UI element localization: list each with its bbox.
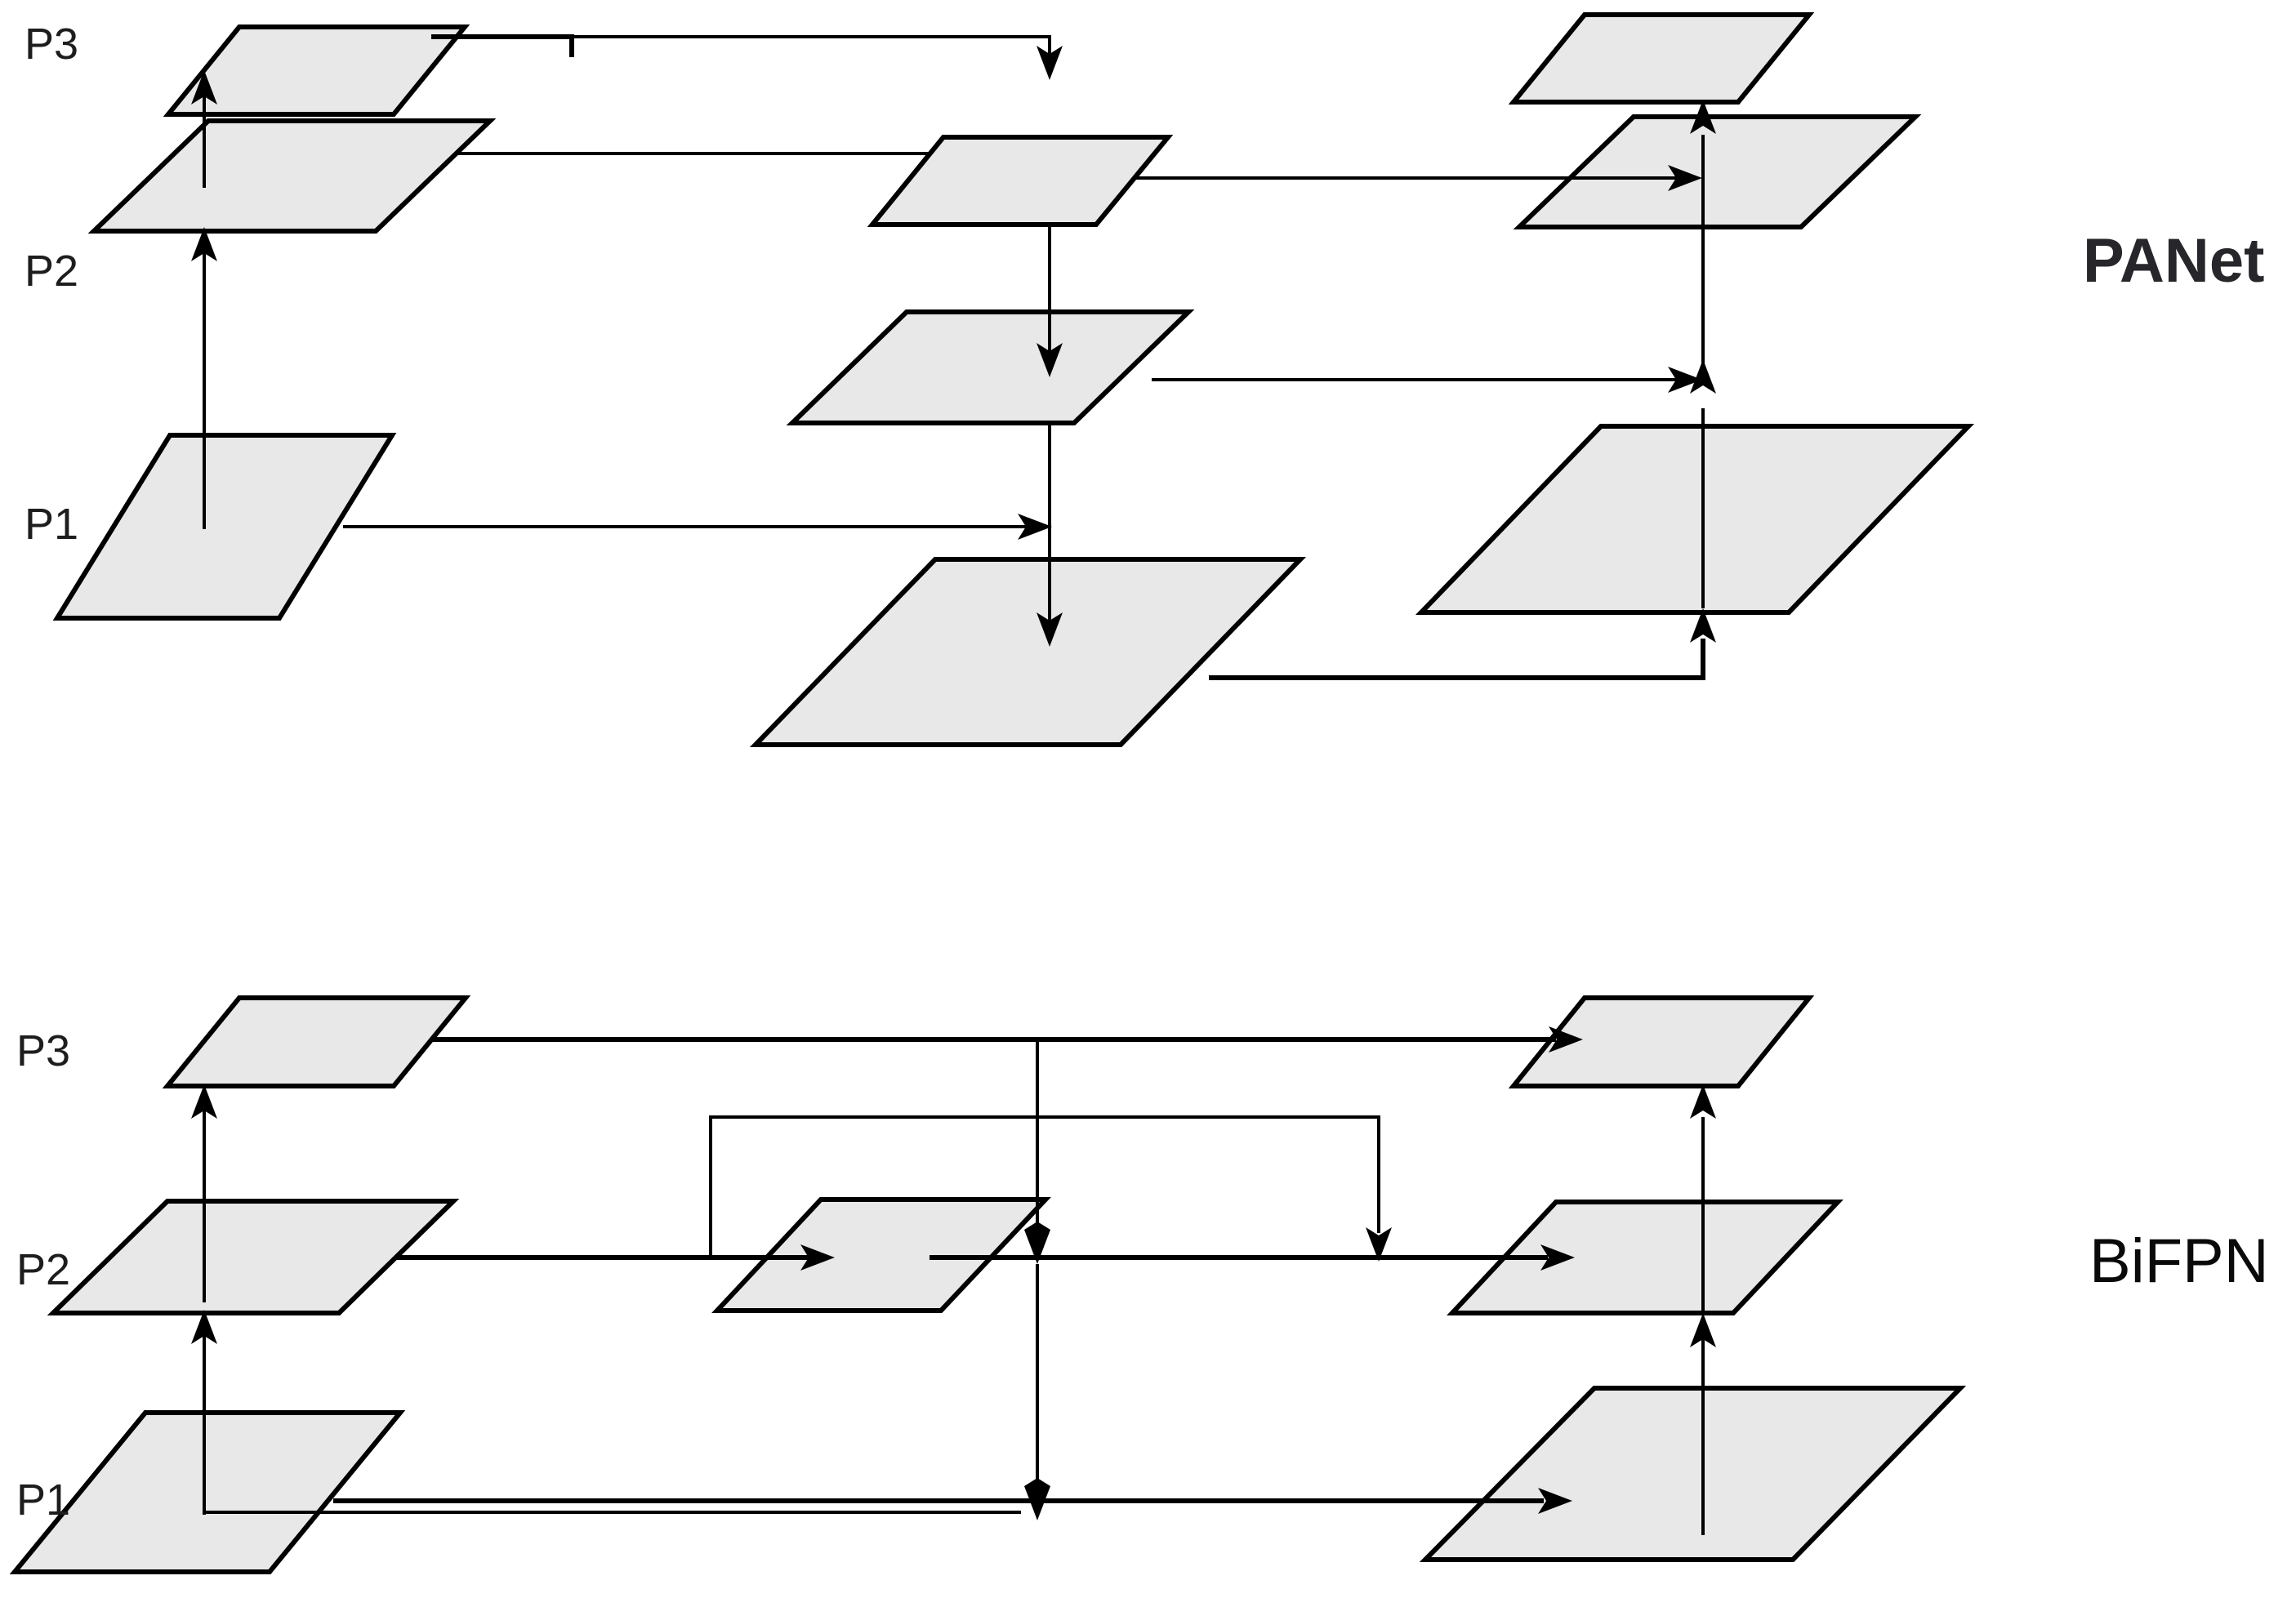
panet-node-p3-col2[interactable] bbox=[867, 135, 1174, 227]
bifpn-arrowhead-topdown-p2 bbox=[1024, 1222, 1050, 1264]
bifpn-node-p2-col3[interactable] bbox=[1447, 1200, 1843, 1315]
panet-node-p1-col1[interactable] bbox=[52, 433, 397, 621]
bifpn-arrowhead-p2b2-in bbox=[800, 1244, 835, 1271]
panet-arrowhead-p1-col2 bbox=[1037, 612, 1063, 647]
panet-arrowhead-p2-col2 bbox=[1037, 343, 1063, 377]
panet-node-p1-col3[interactable] bbox=[1415, 424, 1975, 615]
bifpn-node-p3-col1[interactable] bbox=[162, 995, 471, 1088]
panet-level-label-p3: P3 bbox=[25, 20, 78, 69]
panet-level-label-p2: P2 bbox=[25, 247, 78, 296]
panet-title: PANet bbox=[2083, 226, 2264, 296]
bifpn-arrowhead-p2-col1 bbox=[191, 1310, 217, 1344]
bifpn-level-label-p3: P3 bbox=[16, 1026, 70, 1075]
panet-arrowhead-p3c3-lateral bbox=[1668, 165, 1702, 191]
bifpn-arrowhead-p3b3-vertical bbox=[1690, 1084, 1716, 1119]
bifpn-panel: P3 P2 P1 BiFPN bbox=[9, 995, 2269, 1574]
panet-node-p1-col2[interactable] bbox=[749, 557, 1307, 747]
bifpn-arrowhead-p1-skip bbox=[1538, 1488, 1572, 1514]
bifpn-arrowhead-p2b3-vertical bbox=[1690, 1313, 1716, 1347]
panet-edge-p1c2-elbow-up bbox=[1209, 639, 1705, 680]
bifpn-title: BiFPN bbox=[2089, 1226, 2269, 1296]
panet-node-p3-col3[interactable] bbox=[1508, 12, 1815, 105]
panet-arrowhead-p1c3-bottom bbox=[1690, 608, 1716, 643]
bifpn-node-p1-col1[interactable] bbox=[9, 1410, 406, 1574]
panet-panel: P3 P2 P1 PANet bbox=[25, 12, 2264, 747]
panet-edge-p3col1-to-mid bbox=[572, 35, 1051, 59]
bifpn-node-p1-col3[interactable] bbox=[1419, 1386, 1967, 1562]
bifpn-node-p3-col3[interactable] bbox=[1508, 995, 1815, 1088]
bifpn-node-p2-col1[interactable] bbox=[47, 1199, 460, 1315]
panet-node-p2-col2[interactable] bbox=[786, 309, 1195, 425]
panet-arrowhead-p1-lateral bbox=[1018, 514, 1052, 540]
panet-level-label-p1: P1 bbox=[25, 500, 78, 549]
bifpn-edge-p2-extra-skip bbox=[709, 1115, 1380, 1257]
panet-arrowhead-p2-col1 bbox=[191, 227, 217, 261]
bifpn-arrowhead-p3-skip bbox=[1549, 1026, 1583, 1053]
panet-arrowhead-p3-col1 bbox=[191, 70, 217, 105]
panet-arrowhead-p3c3-vertical bbox=[1690, 100, 1716, 134]
bifpn-level-label-p1: P1 bbox=[16, 1476, 70, 1525]
panet-node-p2-col1[interactable] bbox=[87, 118, 497, 234]
bifpn-arrowhead-p3-col1 bbox=[191, 1084, 217, 1119]
bifpn-arrowhead-p2-extra-skip bbox=[1366, 1227, 1392, 1262]
bifpn-arrowhead-p2b3-in bbox=[1540, 1244, 1575, 1271]
bifpn-level-label-p2: P2 bbox=[16, 1245, 70, 1294]
panet-arrowhead-mid-top bbox=[1037, 46, 1063, 80]
panet-node-p3-col1[interactable] bbox=[163, 24, 470, 117]
bifpn-node-p2-col2[interactable] bbox=[711, 1197, 1051, 1313]
panet-node-p2-col3[interactable] bbox=[1513, 114, 1922, 229]
panet-arrowhead-p2c3-lateral bbox=[1668, 367, 1702, 393]
